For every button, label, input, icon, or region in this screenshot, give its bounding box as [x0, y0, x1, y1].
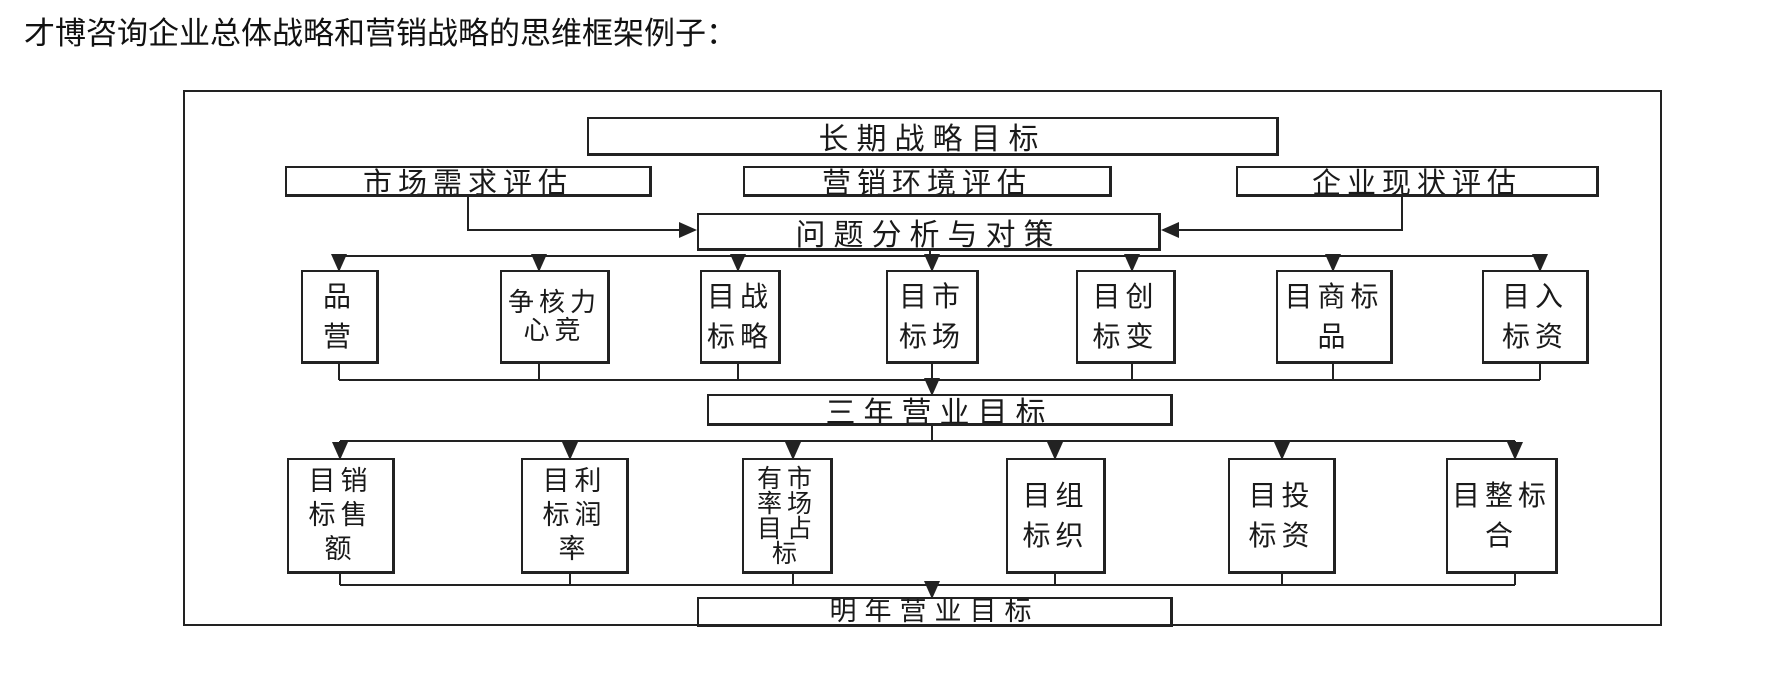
node-r1-market-goal: 目市标场: [886, 270, 979, 364]
node-r1-product-goal: 目商标品: [1276, 270, 1393, 364]
node-marketing-environment: 营销环境评估: [743, 166, 1112, 197]
node-r1-brand: 经品营牌: [301, 270, 379, 364]
node-r1-core-competence: 争核力心竞: [500, 270, 610, 364]
node-enterprise-status: 企业现状评估: [1236, 166, 1599, 197]
node-r2-sales-goal: 目销标售额: [287, 458, 395, 574]
node-r1-strategy-goal: 目战标略: [700, 270, 781, 364]
node-r2-investment-goal: 目投标资: [1228, 458, 1336, 574]
node-next-year-goal: 明年营业目标: [697, 597, 1173, 627]
node-r1-investment-goal: 目入标资: [1482, 270, 1589, 364]
page-caption: 才博咨询企业总体战略和营销战略的思维框架例子：: [24, 16, 737, 52]
node-three-year-goal: 三年营业目标: [707, 394, 1173, 426]
arrow-market-to-problem: [467, 196, 697, 238]
node-r1-innovation-goal: 目创标变: [1076, 270, 1176, 364]
node-r2-profit-goal: 目利标润率: [521, 458, 629, 574]
node-problem-analysis: 问题分析与对策: [697, 213, 1161, 251]
node-long-term-goal: 长期战略目标: [587, 117, 1279, 156]
node-market-demand: 市场需求评估: [285, 166, 652, 197]
node-r2-organization-goal: 目组标织: [1006, 458, 1106, 574]
arrow-enterprise-to-problem: [1161, 196, 1403, 238]
node-r2-integration-goal: 目整标合: [1446, 458, 1558, 574]
node-r2-market-share-goal: 有市率场目占标: [742, 458, 833, 574]
